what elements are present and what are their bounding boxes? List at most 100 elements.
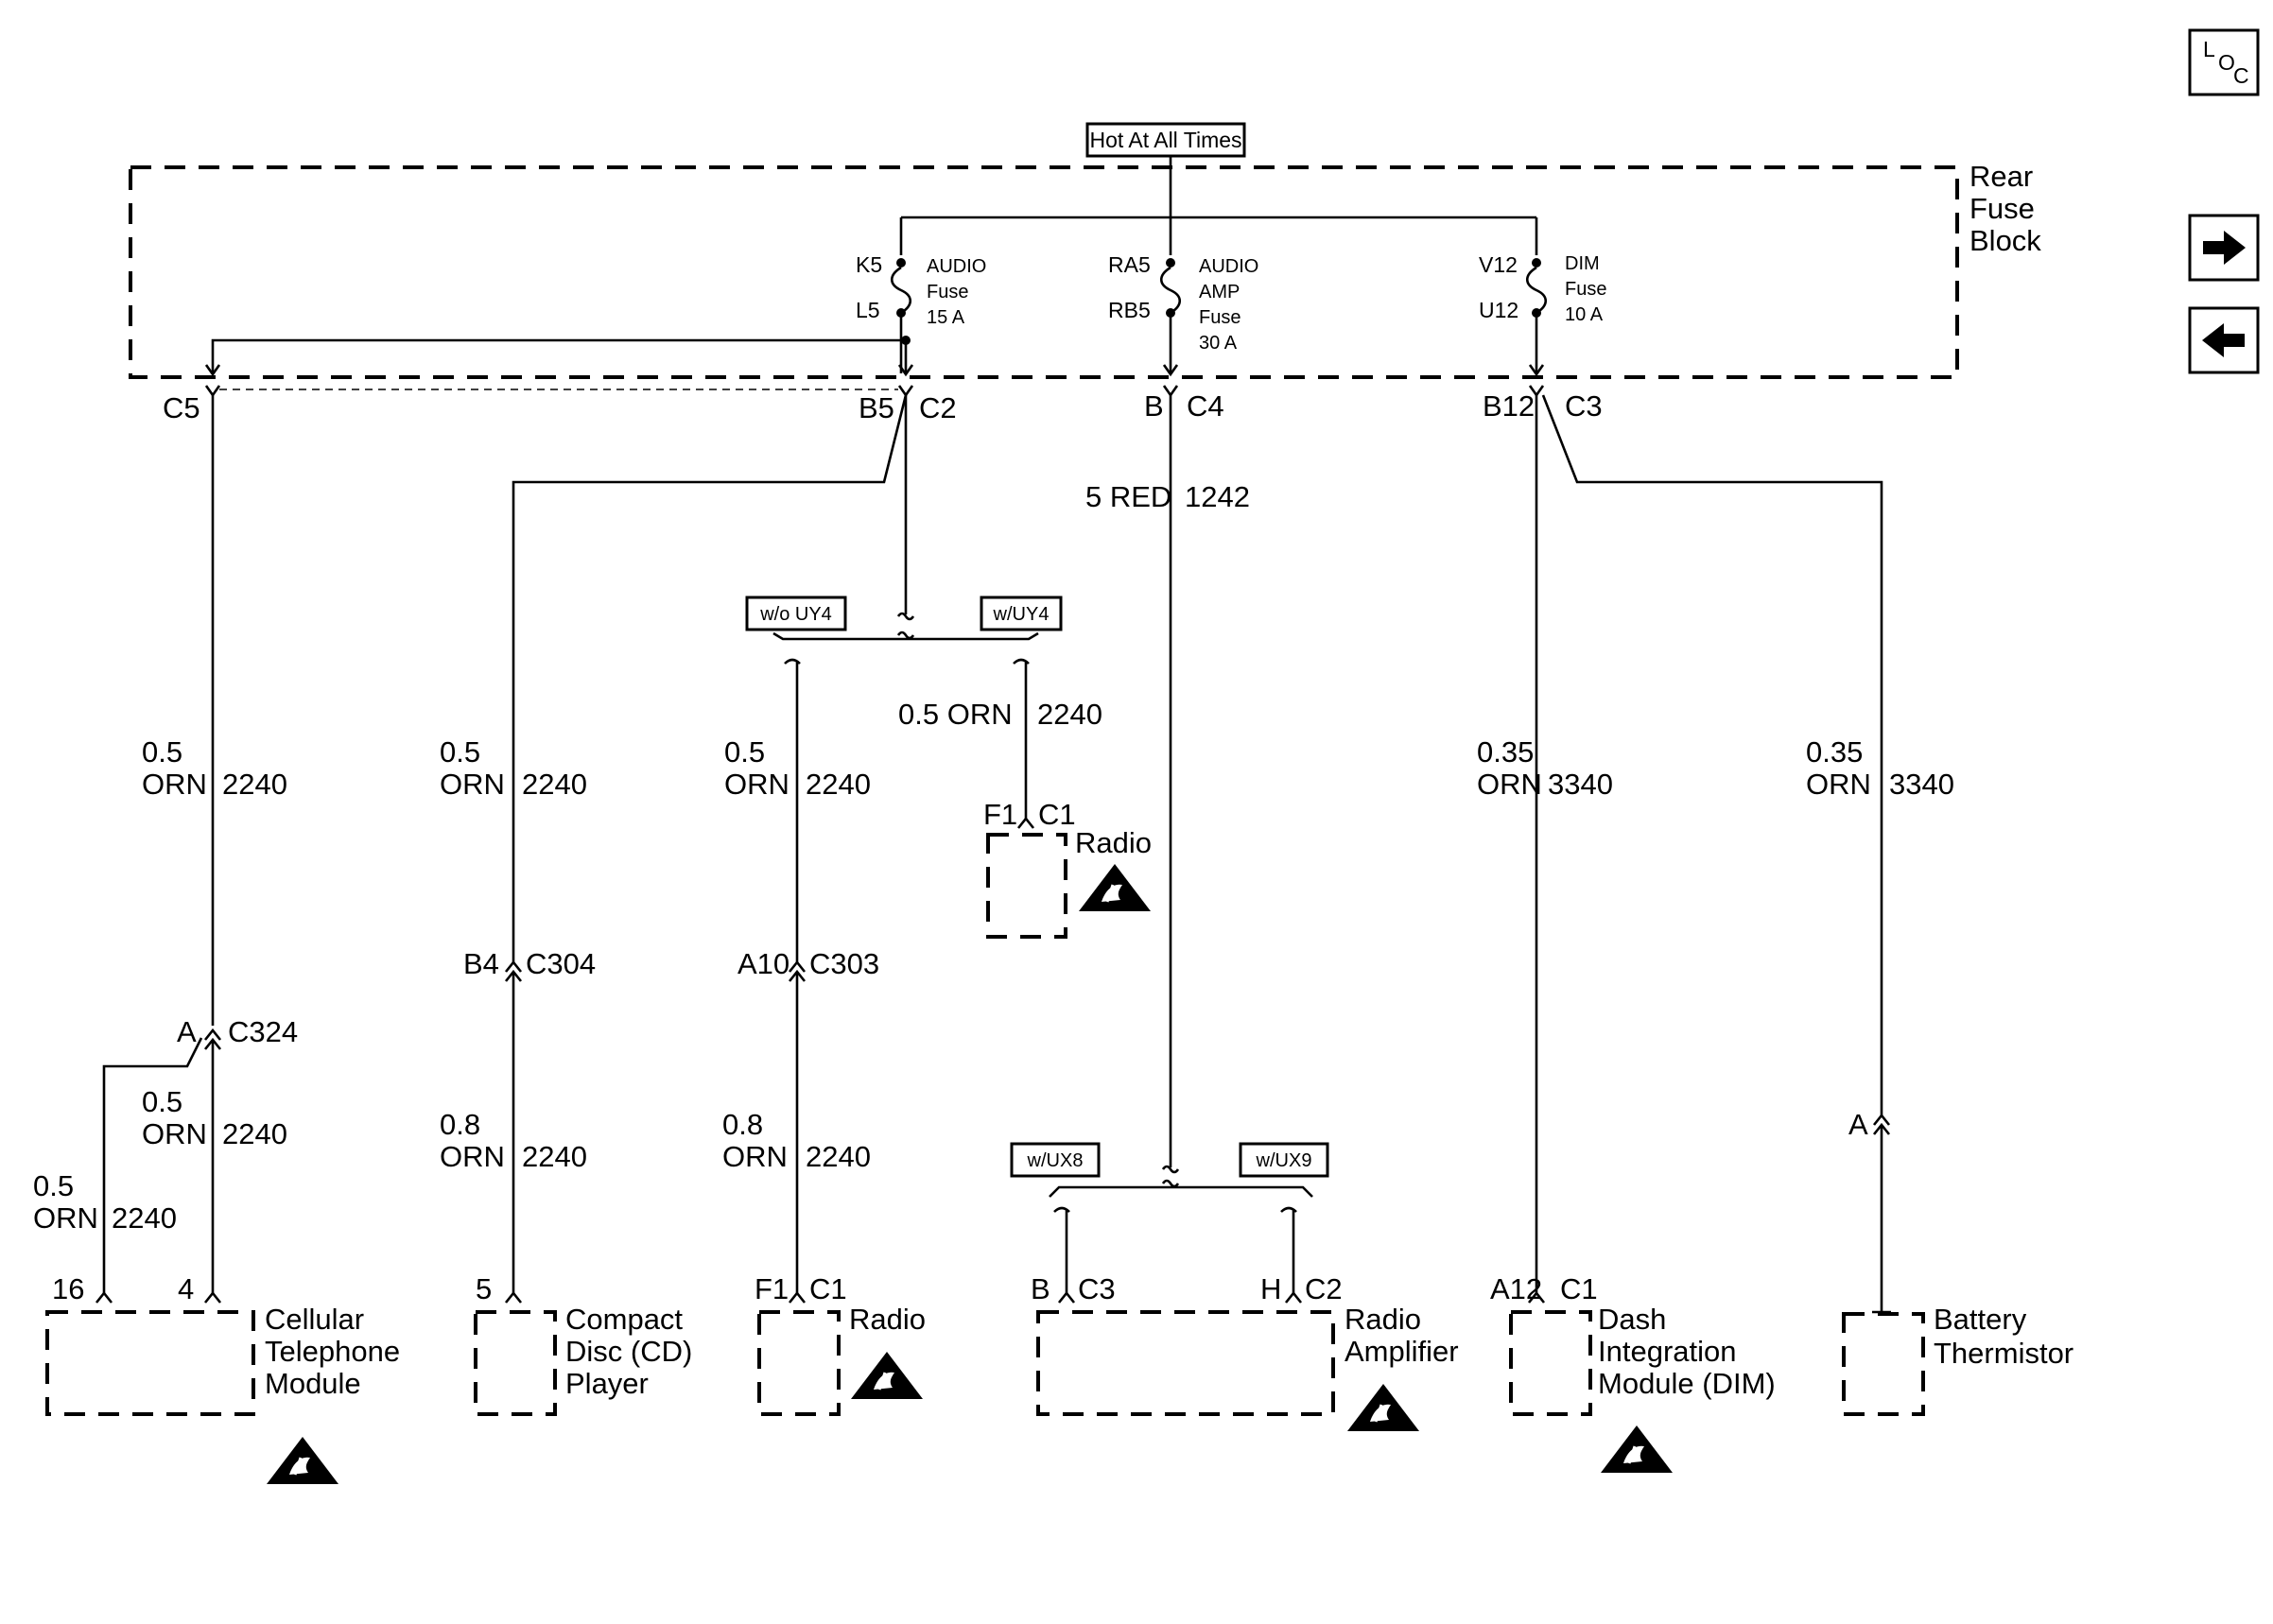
cd-player: Compact Disc (CD) Player — [474, 1303, 692, 1416]
dim-conn: C1 — [1560, 1272, 1598, 1305]
audio-fuse-in-pin: K5 — [856, 252, 882, 277]
radio-lower-color: ORN — [722, 1140, 788, 1173]
battery-thermistor: Battery Thermistor — [1842, 1303, 2073, 1416]
power-label-box — [1085, 122, 1246, 158]
prev-page-button[interactable] — [2188, 306, 2260, 374]
cell-lower-b-gauge: 0.5 — [142, 1085, 182, 1118]
uy4-split-bar — [772, 631, 1039, 641]
cell-lower-b-circuit: 2240 — [222, 1117, 287, 1150]
therm-circuit: 0.35 ORN 3340 A — [1541, 394, 1954, 1314]
radio-uy4-conn: C1 — [1038, 798, 1076, 831]
next-arrow-icon — [2203, 231, 2246, 265]
amp-fuse: RA5 RB5 AUDIO AMP Fuse 30 A — [1108, 252, 1258, 377]
radio-lower-gauge: 0.8 — [722, 1108, 763, 1141]
radio-uy4-name: Radio — [1075, 826, 1152, 859]
cell-upper-circuit: 2240 — [222, 768, 287, 801]
dim-name-3: Module (DIM) — [1598, 1367, 1776, 1400]
cd-player-outline — [474, 1310, 557, 1416]
fuse-block-outline — [129, 165, 1959, 379]
fuse-block-label-2: Fuse — [1969, 192, 2035, 225]
loc-letter-c: C — [2233, 63, 2249, 88]
radio-uy4-outline — [986, 833, 1067, 939]
radio-name: Radio — [849, 1303, 926, 1336]
radio-uy4-pin: F1 — [983, 798, 1017, 831]
dim-pin: A12 — [1490, 1272, 1542, 1305]
cell-name-2: Telephone — [265, 1335, 400, 1368]
radio-feed: w/o UY4 w/UY4 — [745, 395, 1063, 641]
cell-upper-color: ORN — [142, 768, 207, 801]
radio-upper-circuit: 2240 — [806, 768, 871, 801]
esd-sensitive-icon — [1079, 864, 1151, 911]
amp-pin-b: H — [1260, 1272, 1281, 1305]
esd-sensitive-icon — [1601, 1425, 1673, 1473]
therm-wire-circuit: 3340 — [1889, 768, 1954, 801]
radio-conn: C1 — [809, 1272, 847, 1305]
c324-conn: C324 — [228, 1015, 298, 1048]
cd-name-2: Disc (CD) — [565, 1335, 692, 1368]
cd-lower-circuit: 2240 — [522, 1140, 587, 1173]
loc-button[interactable]: L O C — [2188, 28, 2260, 96]
cell-module-outline — [45, 1310, 255, 1416]
amp-conn-b: C2 — [1305, 1272, 1343, 1305]
cd-upper-gauge: 0.5 — [440, 735, 480, 769]
block-connector-c3: B12 C3 — [1483, 385, 1603, 423]
wo-uy4-option-box — [745, 596, 847, 631]
cell-upper-gauge: 0.5 — [142, 735, 182, 769]
audio-fuse-label-1: AUDIO — [927, 256, 986, 277]
cell-name-1: Cellular — [265, 1303, 364, 1336]
esd-sensitive-icon — [267, 1437, 338, 1484]
cellular-telephone-module: Cellular Telephone Module — [45, 1303, 400, 1484]
amp-fuse-label-4: 30 A — [1199, 333, 1238, 354]
dim-name-2: Integration — [1598, 1335, 1737, 1368]
w-ux9-option-box — [1239, 1142, 1329, 1178]
dim-fuse-label-1: DIM — [1565, 253, 1600, 274]
radio-upper-color: ORN — [724, 768, 789, 801]
radio-lower-circuit: 2240 — [806, 1140, 871, 1173]
radio-amplifier: Radio Amplifier — [1036, 1303, 1459, 1431]
fuse-block-label-1: Rear — [1969, 160, 2033, 193]
cd-upper-circuit: 2240 — [522, 768, 587, 801]
amp-wire-circuit: 1242 — [1185, 480, 1250, 513]
block-connector-c4: B C4 — [1144, 385, 1224, 423]
amp-fuse-out-pin: RB5 — [1108, 298, 1151, 322]
cell-lower-a-color: ORN — [33, 1201, 98, 1235]
therm-wire-gauge: 0.35 — [1806, 735, 1863, 769]
dim-circuit: 0.35 ORN 3340 A12 C1 — [1477, 395, 1613, 1305]
radio: Radio — [757, 1303, 926, 1416]
amp-wire-gauge-color: 5 RED — [1085, 480, 1171, 513]
dim-wire-gauge: 0.35 — [1477, 735, 1534, 769]
prev-arrow-icon — [2202, 323, 2245, 357]
wo-uy4-option: w/o UY4 — [759, 604, 832, 625]
dim-wire-circuit: 3340 — [1548, 768, 1613, 801]
radio-outline — [757, 1310, 841, 1416]
dim-fuse-out-pin: U12 — [1479, 298, 1518, 322]
esd-sensitive-icon — [1347, 1384, 1419, 1431]
therm-wire — [1541, 394, 1883, 1115]
cd-name-3: Player — [565, 1367, 649, 1400]
dim-name-1: Dash — [1598, 1303, 1666, 1336]
audio-fuse-out-pin: L5 — [856, 298, 880, 322]
ux-split-bar — [1049, 1185, 1313, 1198]
audio-fuse-element — [890, 266, 912, 315]
cell-lower-a-circuit: 2240 — [112, 1201, 177, 1235]
radio-pin: F1 — [755, 1272, 789, 1305]
amp-outline — [1036, 1310, 1335, 1416]
c4-conn-label: C4 — [1187, 389, 1224, 423]
therm-pin: A — [1848, 1108, 1868, 1141]
dash-integration-module: Dash Integration Module (DIM) — [1509, 1303, 1776, 1473]
dim-wire-color: ORN — [1477, 768, 1542, 801]
block-connector-c2: B5 C2 — [859, 385, 957, 424]
audio-fuse-label-3: 15 A — [927, 307, 965, 328]
cell-lower-a-gauge: 0.5 — [33, 1169, 74, 1202]
block-connector-c5: C5 — [163, 385, 898, 424]
radio-uy4: Radio — [986, 826, 1152, 939]
next-page-button[interactable] — [2188, 214, 2260, 282]
cd-circuit: 0.5 ORN 2240 B4 C304 0.8 ORN 2240 5 — [440, 394, 908, 1305]
c3-conn-label: C3 — [1565, 389, 1603, 423]
radio-circuit-w-uy4: 0.5 ORN 2240 F1 C1 — [898, 658, 1102, 831]
amp-conn-a: C3 — [1078, 1272, 1116, 1305]
dim-fuse-label-3: 10 A — [1565, 304, 1604, 325]
dim-fuse: V12 U12 DIM Fuse 10 A — [1479, 252, 1606, 377]
audio-fuse-label-2: Fuse — [927, 282, 968, 302]
